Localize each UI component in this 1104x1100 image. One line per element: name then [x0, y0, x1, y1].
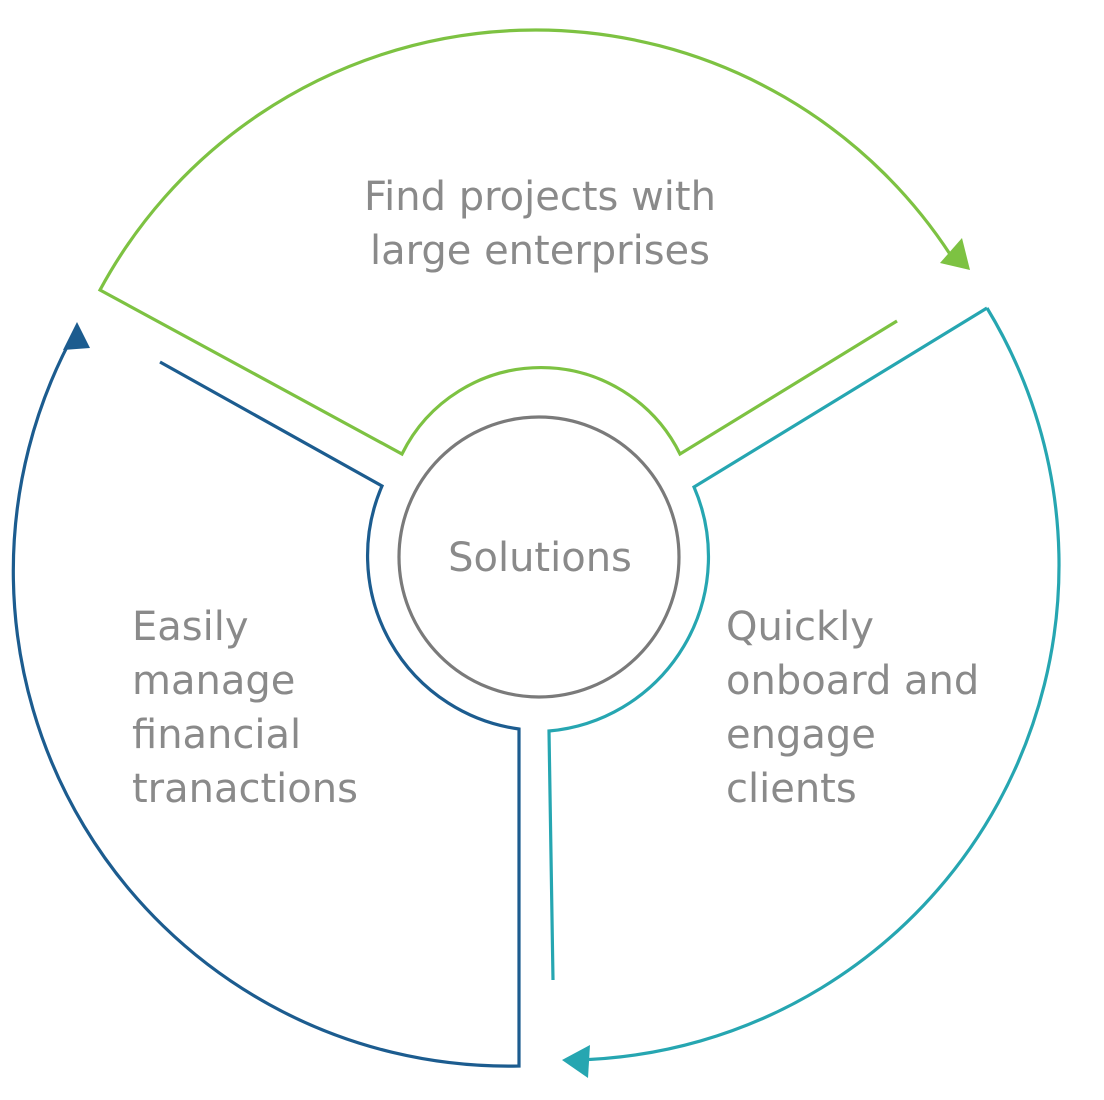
segment-left-label-line: financial [132, 712, 302, 758]
segment-right-label-line: Quickly [726, 604, 874, 650]
arrowhead-right-icon [562, 1045, 590, 1078]
segment-top-outline [97, 28, 957, 457]
segment-top-label-line: large enterprises [369, 228, 711, 274]
segment-top-label-line: Find projects with [364, 174, 716, 220]
center-circle [397, 415, 681, 699]
segment-right-label-line: engage [726, 712, 876, 758]
segment-left-outline [11, 329, 521, 1068]
arrowhead-top-icon [940, 238, 970, 270]
segment-right-label: Quickly onboard and engage clients [726, 600, 979, 816]
segment-left-label-line: tranactions [132, 766, 358, 812]
segment-right-label-line: clients [726, 766, 857, 812]
arrowhead-left-icon [63, 322, 90, 350]
segment-top-label: Find projects with large enterprises [290, 170, 790, 278]
segment-left-label-line: manage [132, 658, 296, 704]
segment-right-outline [547, 306, 1061, 1062]
segment-left-label: Easily manage financial tranactions [132, 600, 358, 816]
segment-left-label-line: Easily [132, 604, 249, 650]
segment-right-label-line: onboard and [726, 658, 980, 704]
center-label: Solutions [448, 535, 632, 581]
